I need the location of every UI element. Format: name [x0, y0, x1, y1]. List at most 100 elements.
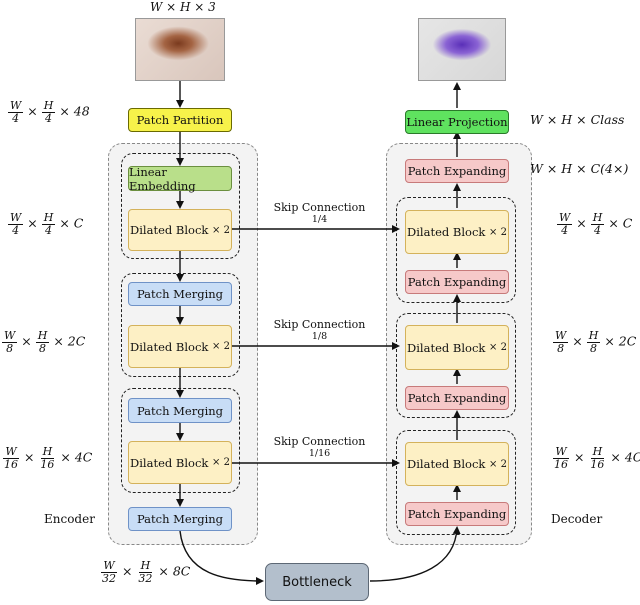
- decoder-patch-expanding-2: Patch Expanding: [405, 386, 509, 410]
- denominator: 8: [39, 341, 47, 355]
- linear-embedding-box: Linear Embedding: [128, 165, 232, 193]
- denominator: 4: [12, 111, 20, 125]
- dilated-block-label: Dilated Block: [130, 223, 209, 237]
- dimension-tail: × 4C: [610, 449, 640, 465]
- encoder-patch-merging-1: Patch Merging: [128, 282, 232, 306]
- skip-connection-text: Skip Connection: [273, 201, 366, 214]
- dilated-block-label: Dilated Block: [407, 340, 486, 355]
- denominator: 8: [557, 341, 565, 355]
- denominator: 4: [561, 223, 569, 237]
- numerator: H: [138, 559, 153, 573]
- multiplier-label: × 2: [212, 457, 230, 468]
- numerator: H: [41, 99, 56, 113]
- multiplier-label: × 2: [212, 224, 230, 236]
- denominator: 8: [590, 341, 598, 355]
- dilated-block-label: Dilated Block: [130, 339, 209, 354]
- denominator: 16: [590, 457, 605, 471]
- input-skin-lesion-image: [135, 18, 225, 81]
- decoder-dilated-block-2: Dilated Block × 2: [405, 325, 509, 370]
- denominator: 4: [594, 223, 602, 237]
- skip-connection-text: Skip Connection: [273, 435, 366, 448]
- dilated-block-label: Dilated Block: [407, 457, 486, 471]
- encoder-dilated-block-3: Dilated Block × 2: [128, 441, 232, 484]
- skip-connection-ratio: 1/8: [311, 331, 328, 342]
- output-dimension-label: W × H × Class: [530, 112, 625, 127]
- numerator: W: [8, 211, 24, 225]
- denominator: 32: [102, 571, 116, 585]
- numerator: W: [101, 559, 117, 573]
- encoder-patch-merging-3: Patch Merging: [128, 507, 232, 531]
- decoder-dilated-block-1: Dilated Block × 2: [405, 210, 509, 254]
- numerator: W: [3, 445, 19, 459]
- dimension-tail: × C: [608, 215, 633, 231]
- denominator: 4: [12, 223, 20, 237]
- dilated-block-label: Dilated Block: [407, 225, 486, 239]
- linear-projection-box: Linear Projection: [405, 110, 509, 134]
- decoder-patch-expanding-1: Patch Expanding: [405, 270, 509, 294]
- denominator: 16: [40, 457, 55, 471]
- decoder-patch-expanding-top: Patch Expanding: [405, 159, 509, 183]
- skip-connection-text: Skip Connection: [273, 318, 366, 331]
- numerator: H: [590, 445, 605, 459]
- skip-connection-ratio: 1/16: [308, 448, 331, 459]
- numerator: W: [553, 445, 569, 459]
- numerator: W: [553, 329, 569, 343]
- numerator: W: [8, 99, 24, 113]
- numerator: H: [35, 329, 50, 343]
- bottleneck-box: Bottleneck: [265, 563, 369, 601]
- denominator: 32: [138, 571, 153, 585]
- dimension-tail: × 8C: [158, 563, 191, 579]
- decoder-dilated-block-3: Dilated Block × 2: [405, 442, 509, 486]
- multiplier-label: × 2: [489, 458, 507, 470]
- numerator: H: [590, 211, 605, 225]
- skip-connection-label-2: Skip Connection 1/8: [272, 318, 367, 342]
- skip-connection-ratio: 1/4: [311, 214, 328, 225]
- encoder-dilated-block-2: Dilated Block × 2: [128, 325, 232, 368]
- denominator: 16: [554, 457, 568, 471]
- dimension-tail: × 2C: [53, 333, 86, 349]
- dimension-tail: × C: [59, 215, 84, 231]
- numerator: H: [40, 445, 55, 459]
- decoder-group-1: [396, 197, 516, 303]
- denominator: 8: [6, 341, 14, 355]
- multiplier-label: × 2: [212, 341, 230, 352]
- denominator: 16: [4, 457, 18, 471]
- encoder-dilated-block-1: Dilated Block × 2: [128, 209, 232, 251]
- dimension-tail: × 48: [59, 103, 90, 119]
- multiplier-label: × 2: [489, 342, 507, 353]
- multiplier-label: × 2: [489, 226, 507, 238]
- numerator: W: [557, 211, 573, 225]
- numerator: H: [586, 329, 601, 343]
- denominator: 4: [45, 111, 53, 125]
- skip-connection-label-1: Skip Connection 1/4: [272, 201, 367, 225]
- skip-connection-label-3: Skip Connection 1/16: [272, 435, 367, 459]
- output-segmentation-mask-image: [418, 18, 506, 81]
- decoder-label: Decoder: [551, 512, 603, 526]
- encoder-patch-merging-2: Patch Merging: [128, 398, 232, 423]
- dimension-tail: × 4C: [60, 449, 93, 465]
- input-dimension-label: W × H × 3: [150, 0, 216, 14]
- dimension-tail: × 2C: [604, 333, 637, 349]
